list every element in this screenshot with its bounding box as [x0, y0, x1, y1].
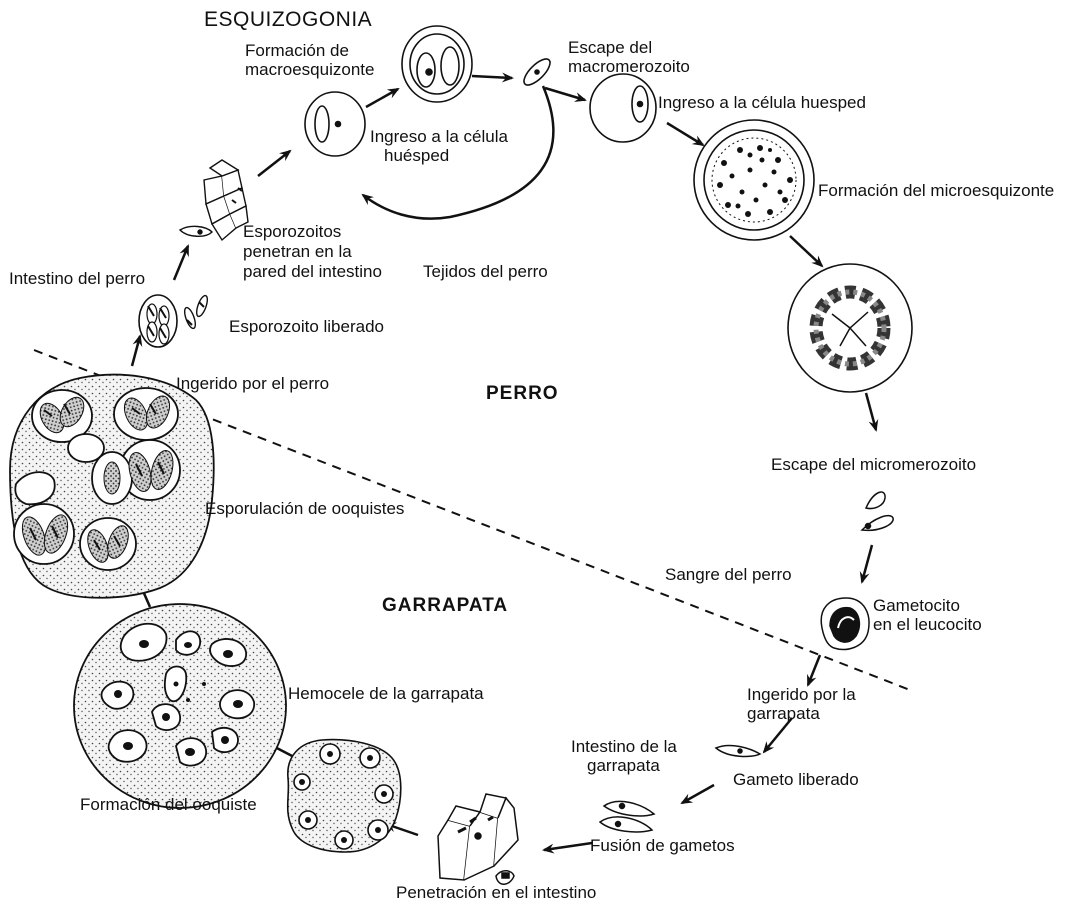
label-ingested-by-tick-1: Ingerido por la — [747, 685, 856, 705]
label-host-cell-entry-right: Ingreso a la célula huesped — [658, 93, 866, 113]
label-host-cell-entry-1: Ingreso a la célula — [370, 127, 508, 147]
oocyst-formation — [288, 740, 401, 852]
mature-microschizont — [788, 264, 912, 392]
label-tick-hemocele: Hemocele de la garrapata — [288, 684, 484, 704]
label-sporozoite-released: Esporozoito liberado — [229, 317, 384, 337]
label-sporozoites-1: Esporozoitos — [243, 222, 341, 242]
released-sporozoites — [182, 294, 209, 329]
tick-hemocele — [74, 604, 286, 808]
micromerozoites — [862, 492, 893, 530]
label-ingested-by-dog: Ingerido por el perro — [176, 374, 329, 394]
label-gamete-fusion: Fusión de gametos — [590, 836, 735, 856]
label-macroschizont-2: macroesquizonte — [245, 60, 374, 80]
gamete-fusion — [600, 801, 654, 832]
label-host-cell-entry-2: huésped — [384, 146, 449, 166]
intestinal-wall — [180, 160, 248, 240]
dog-intestine-oocyst — [139, 295, 177, 347]
label-micromerozoite-escape: Escape del micromerozoito — [771, 455, 976, 475]
host-cell-right — [590, 74, 656, 142]
label-gamete-released: Gameto liberado — [733, 770, 859, 790]
label-gametocyte-2: en el leucocito — [873, 615, 982, 635]
label-oocyst-sporulation: Esporulación de ooquistes — [205, 499, 404, 519]
label-sporozoites-2: penetran en la — [243, 242, 352, 262]
sporulated-oocysts — [10, 375, 214, 598]
schizogony-title: ESQUIZOGONIA — [204, 10, 372, 30]
label-ingested-by-tick-2: garrapata — [747, 704, 820, 724]
label-macroschizont-1: Formación de — [245, 41, 349, 61]
label-tick-intestine-2: garrapata — [587, 756, 660, 776]
label-dog-blood: Sangre del perro — [665, 565, 792, 585]
region-tick: GARRAPATA — [382, 596, 508, 616]
label-microschizont: Formación del microesquizonte — [818, 181, 1054, 201]
label-sporozoites-3: pared del intestino — [243, 262, 382, 282]
label-oocyst-formation: Formación del ooquiste — [80, 795, 257, 815]
label-macromerozoite-escape-1: Escape del — [568, 38, 652, 58]
label-macromerozoite-escape-2: macromerozoito — [568, 57, 690, 77]
region-dog: PERRO — [486, 384, 559, 404]
intestinal-penetration — [438, 794, 518, 884]
label-tick-intestine-1: Intestino de la — [571, 737, 677, 757]
released-gamete — [716, 746, 760, 757]
label-dog-intestine: Intestino del perro — [9, 269, 145, 289]
macroschizont — [402, 26, 472, 102]
label-intestinal-penetration: Penetración en el intestino — [396, 883, 596, 903]
microschizont — [694, 120, 814, 240]
macromerozoite — [520, 55, 554, 89]
label-gametocyte-1: Gametocito — [873, 596, 960, 616]
gametocyte-leucocyte — [821, 598, 869, 649]
host-cell-entry — [305, 92, 365, 156]
label-dog-tissues: Tejidos del perro — [423, 262, 548, 282]
